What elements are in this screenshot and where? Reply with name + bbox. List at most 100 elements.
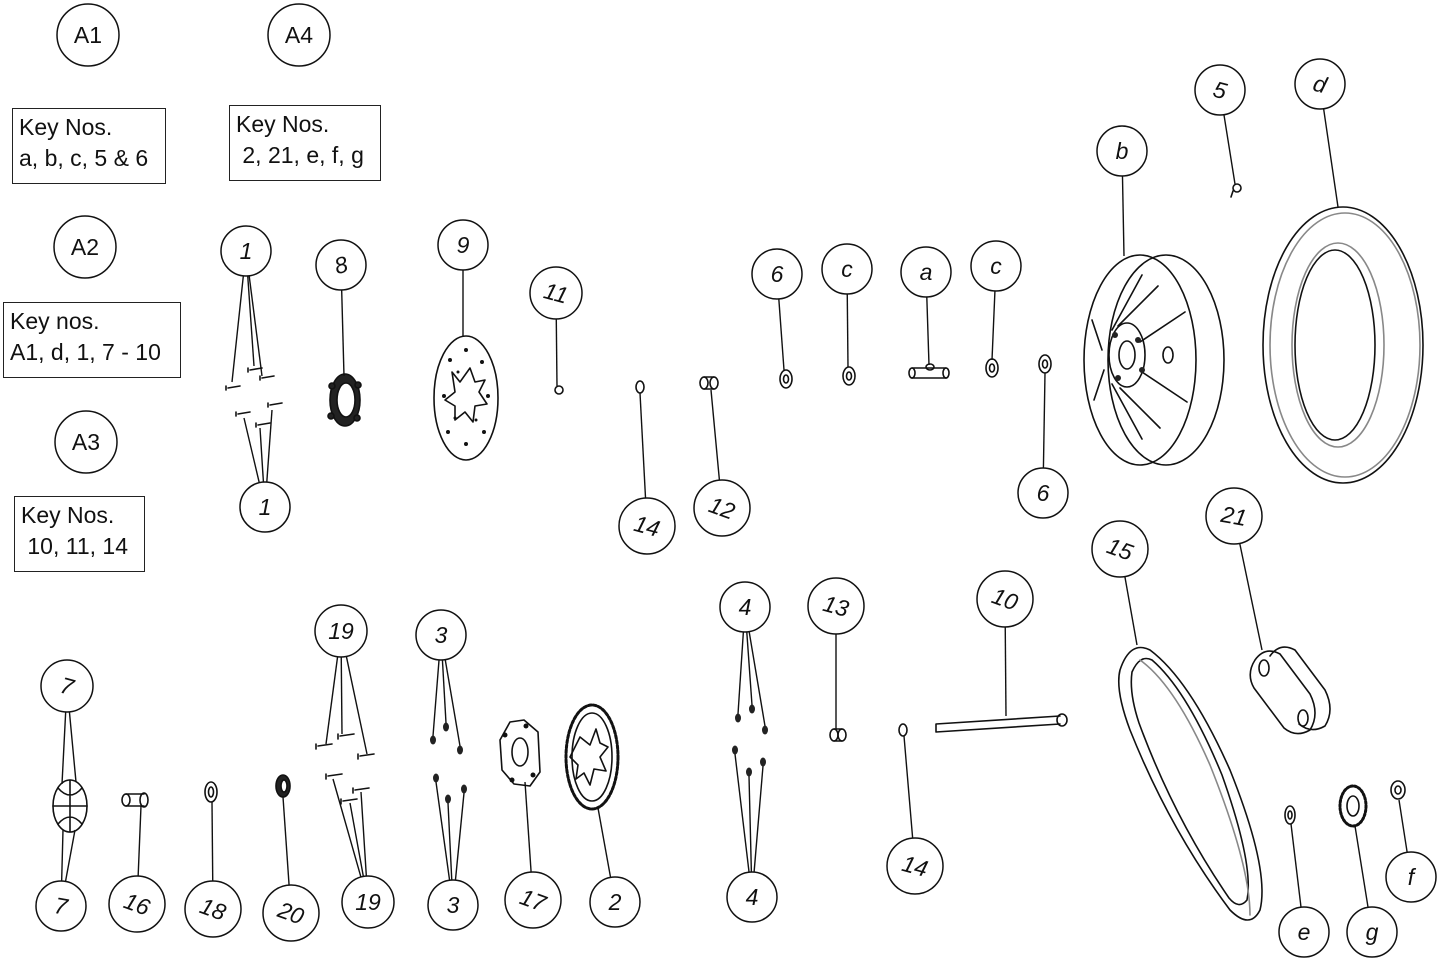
leader-line bbox=[991, 290, 996, 361]
part-callout-label: 6 bbox=[771, 261, 784, 287]
part-callout-circle bbox=[314, 604, 368, 658]
key-numbers-box: Key Nos.a, b, c, 5 & 6 bbox=[12, 108, 166, 184]
key-numbers-list: A1, d, 1, 7 - 10 bbox=[10, 339, 161, 365]
leader-line bbox=[1223, 114, 1236, 185]
assembly-callout-circle bbox=[56, 3, 120, 67]
leader-line bbox=[259, 427, 265, 483]
sprocket-carrier bbox=[499, 719, 541, 787]
brake-disc-carrier bbox=[327, 373, 362, 427]
key-numbers-list: 2, 21, e, f, g bbox=[236, 142, 364, 168]
key-numbers-list: 10, 11, 14 bbox=[21, 533, 128, 559]
part-callout-label: a bbox=[920, 259, 933, 285]
spacer-11 bbox=[554, 385, 564, 395]
tyre bbox=[1262, 206, 1424, 484]
part-callout-circle bbox=[35, 880, 87, 932]
leader-line bbox=[1121, 175, 1125, 257]
bolt-set-19 bbox=[315, 733, 375, 805]
part-callout-circle bbox=[1096, 125, 1148, 177]
leader-line bbox=[926, 296, 930, 366]
leader-line bbox=[340, 289, 345, 377]
leader-line bbox=[325, 656, 339, 745]
part-callout-label: 7 bbox=[52, 892, 70, 920]
part-callout-circle bbox=[184, 880, 242, 938]
part-callout-label: g bbox=[1366, 919, 1379, 945]
part-callout-circle bbox=[1205, 487, 1263, 545]
leader-line bbox=[64, 829, 76, 882]
leader-line bbox=[748, 631, 766, 727]
part-callout-circle bbox=[751, 248, 803, 300]
leader-line bbox=[266, 409, 273, 483]
leader-line bbox=[1004, 626, 1007, 717]
bearing-6b bbox=[1038, 354, 1052, 374]
leader-line bbox=[248, 275, 263, 377]
drive-chain bbox=[1117, 646, 1263, 921]
leader-line bbox=[332, 778, 362, 878]
assembly-callout-circle bbox=[267, 3, 331, 67]
leader-line bbox=[710, 389, 721, 481]
leader-line bbox=[61, 711, 67, 785]
key-numbers-title: Key Nos. bbox=[21, 502, 115, 528]
spacer-16 bbox=[121, 792, 149, 808]
leader-line bbox=[639, 392, 647, 499]
leader-line bbox=[555, 318, 558, 387]
leader-line bbox=[340, 656, 343, 735]
part-callout-circle bbox=[970, 240, 1022, 292]
part-callout-circle bbox=[239, 481, 291, 533]
part-callout-circle bbox=[262, 884, 320, 942]
part-callout-label: 1 bbox=[240, 238, 253, 264]
assembly-callout-circle bbox=[53, 215, 117, 279]
assembly-callout-label: A3 bbox=[72, 429, 100, 455]
cush-drive-hub bbox=[52, 779, 88, 833]
part-callout-circle bbox=[1194, 64, 1246, 116]
leader-line bbox=[524, 781, 532, 873]
part-callout-label: 3 bbox=[447, 892, 460, 918]
leader-line bbox=[282, 796, 290, 886]
part-callout-circle bbox=[40, 659, 94, 713]
leader-line bbox=[435, 781, 451, 881]
wheel-rim bbox=[1083, 254, 1225, 466]
leader-line bbox=[243, 417, 260, 483]
part-callout-circle bbox=[1346, 906, 1398, 958]
part-callout-label: 1 bbox=[259, 494, 272, 520]
part-callout-circle bbox=[1017, 467, 1069, 519]
part-callout-label: c bbox=[841, 256, 853, 282]
assembly-callout-label: A4 bbox=[285, 22, 313, 48]
leader-line bbox=[1239, 543, 1263, 651]
key-numbers-title: Key Nos. bbox=[19, 114, 113, 140]
leader-line bbox=[444, 659, 461, 747]
part-callout-circle bbox=[900, 246, 952, 298]
part-callout-circle bbox=[1278, 906, 1330, 958]
part-callout-circle bbox=[821, 243, 873, 295]
part-callout-circle bbox=[437, 219, 489, 271]
part-callout-circle bbox=[315, 239, 367, 291]
nut-f bbox=[1390, 780, 1406, 800]
leader-line bbox=[137, 805, 142, 877]
leader-line bbox=[441, 659, 447, 724]
bearing-20 bbox=[275, 774, 291, 798]
part-callout-label: 3 bbox=[435, 622, 448, 648]
part-callout-label: 21 bbox=[1218, 501, 1249, 531]
leader-line bbox=[231, 275, 245, 383]
leader-line bbox=[1322, 108, 1339, 208]
nut-set-4 bbox=[732, 704, 768, 777]
spacer-a bbox=[908, 363, 950, 379]
leader-line bbox=[60, 829, 64, 882]
part-callout-circle bbox=[618, 497, 676, 555]
part-callout-label: b bbox=[1116, 138, 1129, 164]
part-callout-circle bbox=[504, 871, 562, 929]
part-callout-label: f bbox=[1408, 864, 1417, 890]
part-callout-circle bbox=[886, 837, 944, 895]
part-callout-label: 19 bbox=[328, 618, 354, 644]
leader-line bbox=[748, 775, 753, 873]
leader-line bbox=[1042, 372, 1046, 469]
spacer-13 bbox=[829, 728, 847, 742]
leader-line bbox=[211, 801, 214, 882]
key-numbers-title: Key Nos. bbox=[236, 111, 330, 137]
chain-link bbox=[1249, 646, 1331, 735]
leader-line bbox=[345, 656, 368, 755]
spacer-18 bbox=[204, 781, 218, 803]
key-numbers-box: Key Nos. 10, 11, 14 bbox=[14, 496, 145, 572]
part-callout-label: 9 bbox=[457, 232, 470, 258]
assembly-callout-label: A1 bbox=[74, 22, 102, 48]
spacer-e bbox=[1284, 805, 1296, 825]
